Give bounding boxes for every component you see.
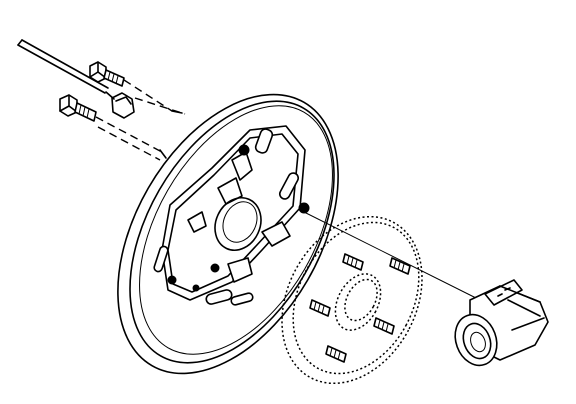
line-fitting [105,91,135,119]
cylinder-lead-line [299,209,481,301]
wheel-stud [373,317,395,335]
wheel-stud [309,299,331,317]
wheel-stud [389,257,411,275]
bolt-lower [59,94,97,122]
assembly-lines [95,79,186,161]
bolt-upper [89,61,125,87]
wheel-stud [325,345,347,363]
wheel-stud [342,253,364,271]
axle-flange-with-studs [281,215,423,385]
wheel-cylinder [454,279,549,367]
